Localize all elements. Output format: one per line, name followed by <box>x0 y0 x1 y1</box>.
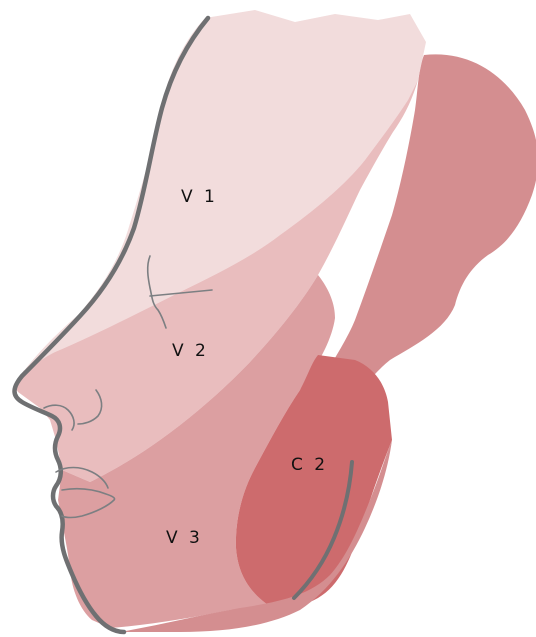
label-c2: C 2 <box>291 455 328 475</box>
label-v3: V 3 <box>166 528 203 548</box>
label-v1: V 1 <box>181 187 218 207</box>
label-v2: V 2 <box>172 341 209 361</box>
